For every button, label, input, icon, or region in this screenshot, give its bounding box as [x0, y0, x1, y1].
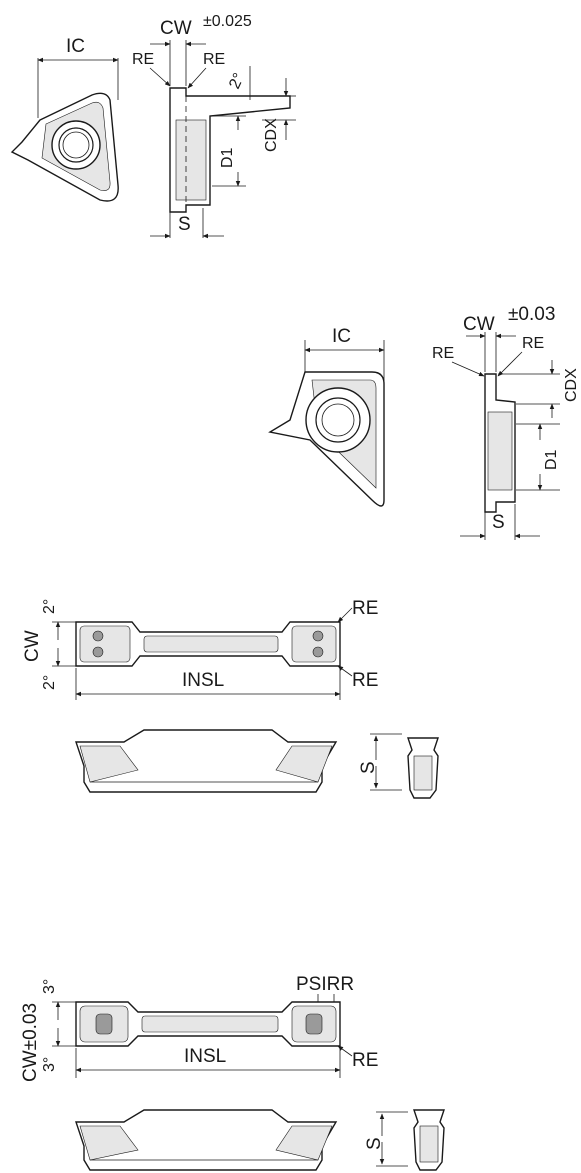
- insert-d-angle-top: 3°: [41, 979, 58, 994]
- insert-c-re-top-label: RE: [352, 598, 378, 619]
- insert-a-re-left-label: RE: [132, 51, 154, 68]
- insert-d-end-view: S: [364, 1109, 445, 1171]
- insert-b-re-right-label: RE: [522, 335, 544, 352]
- insert-c-re-bottom-label: RE: [352, 670, 378, 691]
- insert-a-face-view: IC: [10, 36, 119, 202]
- insert-b-drawing: IC CW ±0.03 RE RE CDX: [268, 304, 580, 540]
- insert-a-angle-label: 2°: [226, 71, 248, 92]
- insert-a-ic-label: IC: [66, 36, 85, 57]
- insert-b-d1-label: D1: [543, 449, 560, 470]
- insert-a-cw-tolerance: ±0.025: [203, 13, 252, 30]
- insert-c-cw-label: CW: [22, 630, 43, 662]
- insert-d-cw-label: CW±0.03: [20, 1003, 41, 1082]
- insert-c-angle-bottom: 2°: [41, 675, 58, 690]
- insert-a-re-right-label: RE: [203, 51, 225, 68]
- insert-b-cw-tolerance: ±0.03: [508, 304, 555, 325]
- insert-a-side-view: S CW ±0.025 RE RE 2° D1: [132, 13, 296, 239]
- insert-c-end-view: S: [358, 733, 439, 799]
- insert-d-top-view: CW±0.03 3° 3° PSIRR RE INSL: [20, 974, 378, 1082]
- insert-a-cw-label: CW: [160, 18, 192, 39]
- insert-d-insl-label: INSL: [184, 1046, 226, 1067]
- insert-c-insl-label: INSL: [182, 670, 224, 691]
- insert-d-angle-bottom: 3°: [41, 1057, 58, 1072]
- insert-c-drawing: CW 2° 2° RE RE INSL S: [22, 598, 439, 799]
- insert-d-re-label: RE: [352, 1050, 378, 1071]
- insert-b-re-left-label: RE: [432, 345, 454, 362]
- insert-d-drawing: CW±0.03 3° 3° PSIRR RE INSL: [20, 974, 445, 1171]
- insert-d-psirr-label: PSIRR: [296, 974, 354, 995]
- insert-c-top-view: CW 2° 2° RE RE INSL: [22, 598, 378, 700]
- insert-b-ic-label: IC: [332, 326, 351, 347]
- insert-d-front-view: [75, 1109, 338, 1171]
- insert-a-s-label: S: [178, 214, 191, 235]
- insert-b-face-view: IC: [268, 326, 385, 507]
- insert-b-side-view: CW ±0.03 RE RE CDX D1 S: [432, 304, 580, 540]
- insert-b-cdx-label: CDX: [563, 368, 580, 402]
- insert-c-s-label: S: [358, 761, 379, 774]
- insert-d-s-label: S: [364, 1137, 385, 1150]
- insert-c-front-view: [75, 729, 338, 793]
- insert-b-s-label: S: [492, 512, 505, 533]
- insert-c-angle-top: 2°: [41, 599, 58, 614]
- insert-a-cdx-label: CDX: [263, 118, 280, 152]
- insert-b-cw-label: CW: [463, 314, 495, 335]
- insert-a-d1-label: D1: [219, 147, 236, 168]
- insert-a-drawing: IC S CW ±0.025 RE RE 2°: [10, 13, 296, 239]
